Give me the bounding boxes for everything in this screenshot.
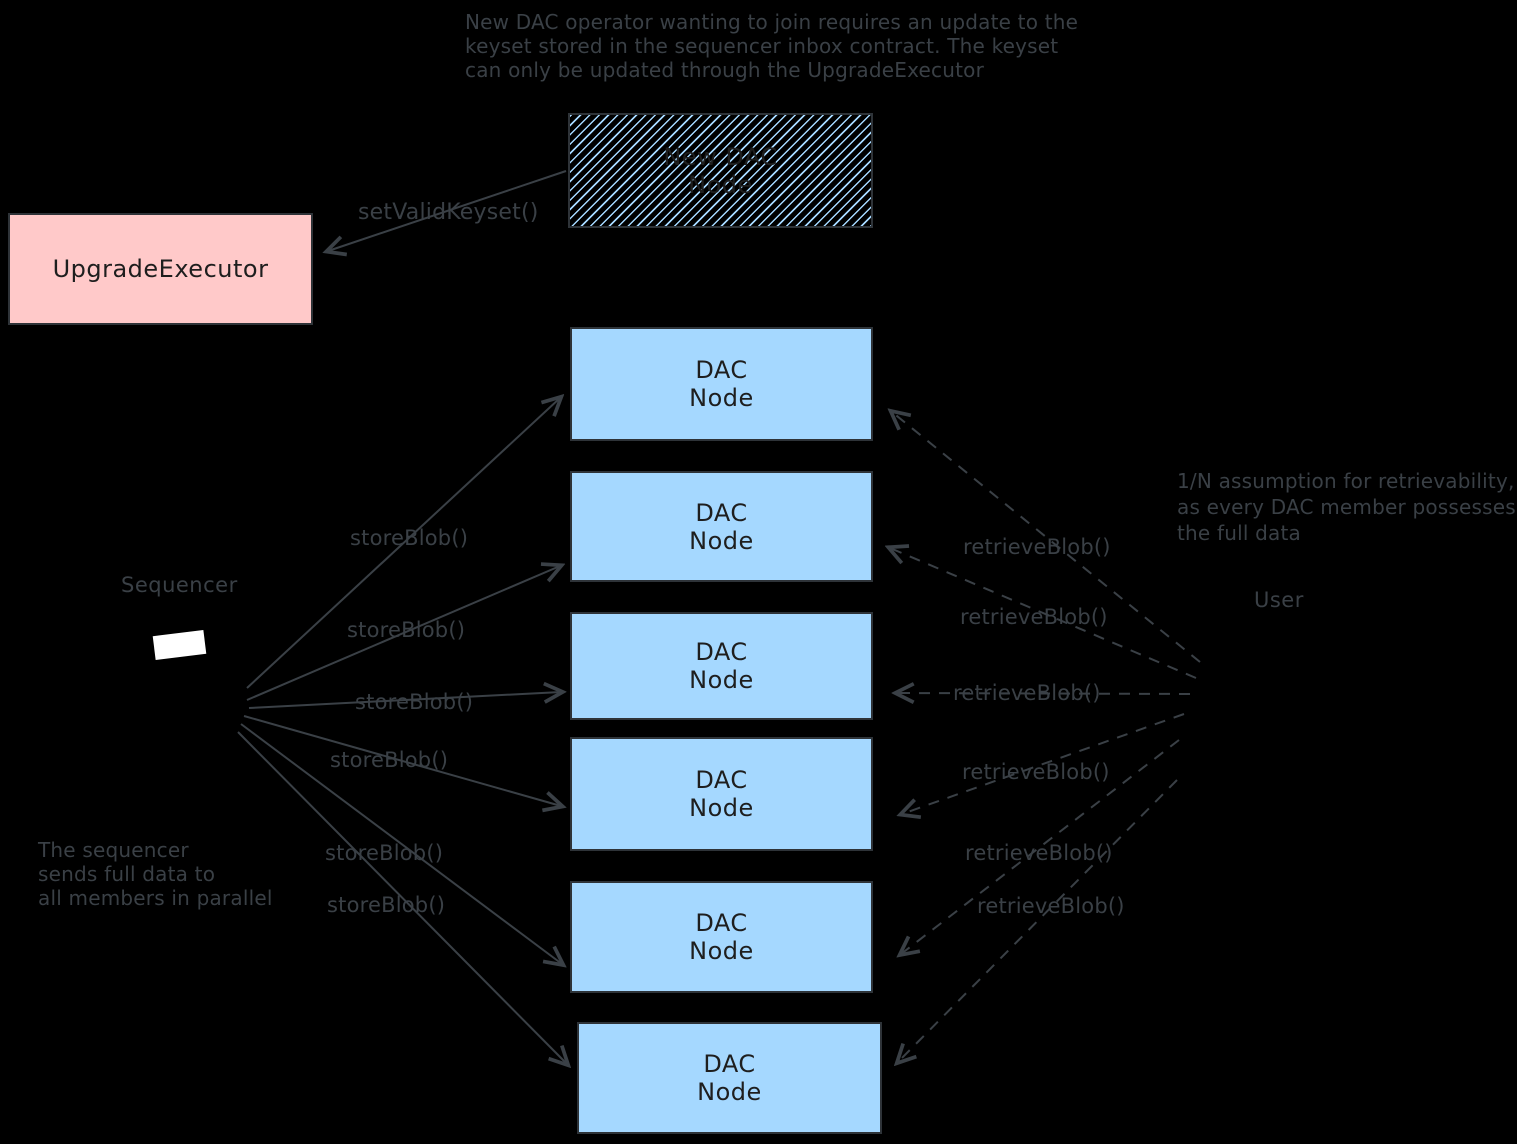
sequencer-note: The sequencer sends full data to all mem…	[38, 838, 273, 910]
store-blob-label-4: storeBlob()	[330, 748, 449, 772]
new-dac-node-label: New DAC Node	[663, 142, 778, 199]
dac-node-label: DAC Node	[689, 638, 754, 694]
retrieve-blob-label-4: retrieveBlob()	[962, 760, 1110, 784]
dac-node-label: DAC Node	[689, 766, 754, 822]
retrievability-note: 1/N assumption for retrievability, as ev…	[1177, 469, 1516, 545]
retrieve-blob-label-5: retrieveBlob()	[965, 841, 1113, 865]
store-blob-label-2: storeBlob()	[347, 618, 466, 642]
dac-node-box-4: DAC Node	[570, 737, 873, 851]
retrieve-blob-label-2: retrieveBlob()	[960, 605, 1108, 629]
dac-node-box-6: DAC Node	[577, 1022, 882, 1134]
set-valid-keyset-label: setValidKeyset()	[358, 200, 539, 225]
dac-node-box-1: DAC Node	[570, 327, 873, 441]
dac-node-box-2: DAC Node	[570, 471, 873, 582]
upgrade-executor-label: UpgradeExecutor	[52, 255, 269, 283]
store-blob-label-5: storeBlob()	[325, 841, 444, 865]
sequencer-label: Sequencer	[121, 573, 238, 597]
user-label: User	[1254, 588, 1304, 612]
upgrade-executor-box: UpgradeExecutor	[8, 213, 313, 325]
store-blob-label-1: storeBlob()	[350, 526, 469, 550]
retrieve-blob-arrow-6	[898, 779, 1178, 1062]
dac-node-label: DAC Node	[689, 356, 754, 412]
new-dac-node-box: New DAC Node	[568, 113, 873, 228]
dac-node-label: DAC Node	[697, 1050, 762, 1106]
store-blob-label-6: storeBlob()	[327, 893, 446, 917]
dac-node-label: DAC Node	[689, 498, 754, 555]
retrieve-blob-label-1: retrieveBlob()	[963, 535, 1111, 559]
dac-node-label: DAC Node	[689, 909, 754, 965]
store-blob-label-3: storeBlob()	[355, 690, 474, 714]
dac-node-box-5: DAC Node	[570, 881, 873, 993]
sequencer-icon	[152, 629, 207, 661]
keyset-note: New DAC operator wanting to join require…	[465, 10, 1079, 82]
retrieve-blob-label-3: retrieveBlob()	[953, 681, 1101, 705]
retrieve-blob-label-6: retrieveBlob()	[977, 894, 1125, 918]
dac-node-box-3: DAC Node	[570, 612, 873, 720]
